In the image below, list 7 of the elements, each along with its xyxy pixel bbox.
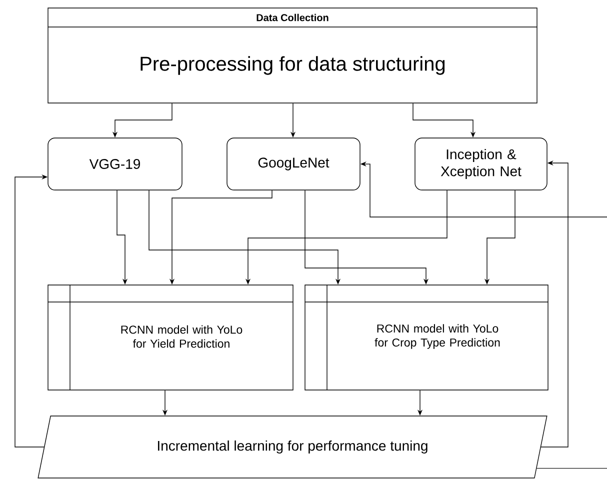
process-parallelogram: Incremental learning for performance tuning bbox=[38, 416, 548, 478]
process-box: Data Collection Pre-processing for data structuring bbox=[48, 8, 538, 104]
process-box: RCNN model with YoLo for Yield Prediction bbox=[48, 284, 294, 390]
process-box: VGG-19 bbox=[48, 138, 182, 190]
process-box: GoogLeNet bbox=[226, 138, 360, 190]
process-box: Inception & Xception Net bbox=[414, 138, 548, 190]
process-box: RCNN model with YoLo for Crop Type Prediction bbox=[304, 284, 548, 390]
